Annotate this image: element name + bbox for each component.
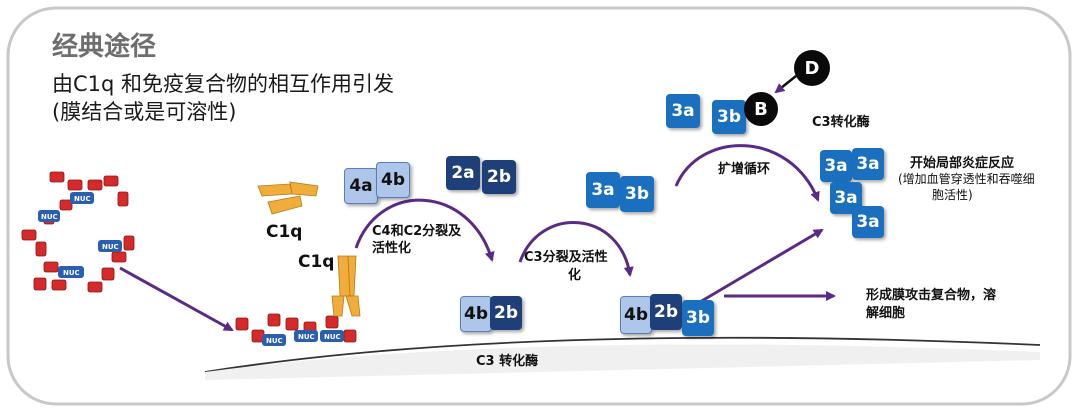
factor-d-circle: D: [794, 50, 830, 86]
arrow-to-3a: [699, 228, 824, 304]
block-2a: 2a: [446, 156, 480, 190]
block-4b: 4b: [376, 162, 410, 198]
amplification-loop-label: 扩增循环: [718, 162, 771, 177]
arrow-amplification: [674, 144, 820, 202]
mac-label-line1: 形成膜攻击复合物，溶: [866, 288, 997, 303]
block-3b: 3b: [620, 176, 654, 212]
subtitle-line2: (膜结合或是可溶性): [52, 100, 237, 124]
cluster-3a-2: 3a: [852, 148, 884, 180]
block-3b-top: 3b: [712, 100, 746, 134]
c1q-label-bound: C1q: [298, 252, 335, 272]
nuc-antigens-ring: [38, 192, 122, 278]
arrow-c3-cleavage: [518, 221, 634, 277]
inflammation-label-line2: (增加血管穿透性和吞噬细: [898, 172, 1035, 186]
c1q-label-free: C1q: [266, 222, 303, 242]
nuc-text-ring: NUC NUC NUC NUC: [41, 195, 119, 277]
c1q-bound-shape: [331, 255, 361, 317]
arrow-binding: [119, 266, 234, 332]
svg-text:NUC: NUC: [74, 195, 91, 203]
cluster-3a-4: 3a: [852, 206, 884, 238]
c1q-free-shape: [257, 181, 319, 215]
arrow-d-to-b: [774, 75, 797, 94]
mac-label-line2: 解细胞: [866, 306, 906, 321]
c3-convertase-bottom-label: C3 转化酶: [476, 354, 539, 369]
block-3a: 3a: [586, 172, 620, 208]
subtitle-line1: 由C1q 和免疫复合物的相互作用引发: [52, 72, 395, 96]
svg-text:NUC: NUC: [324, 333, 341, 341]
step1-label-line2: 活性化: [372, 241, 412, 256]
svg-text:NUC: NUC: [63, 269, 80, 277]
block-4a: 4a: [344, 168, 378, 204]
cell-membrane-shadow: [205, 344, 1040, 380]
cluster-3a-1: 3a: [820, 150, 852, 182]
cell-membrane: [204, 336, 1041, 373]
block-2b-membrane-2: 2b: [650, 294, 682, 330]
block-2b: 2b: [482, 160, 516, 194]
block-2b-membrane-1: 2b: [490, 296, 522, 330]
svg-text:NUC: NUC: [298, 333, 315, 341]
frame: [6, 6, 1072, 406]
block-4b-membrane-1: 4b: [460, 296, 492, 332]
cluster-3a-3: 3a: [830, 182, 862, 214]
inflammation-label-line3: 胞活性): [932, 188, 973, 202]
step2-label-line2: 化: [568, 268, 582, 283]
block-3a-top: 3a: [666, 94, 700, 128]
svg-text:NUC: NUC: [41, 213, 58, 221]
step1-label-line1: C4和C2分裂及: [372, 224, 462, 239]
step2-label-line1: C3分裂及活性: [524, 250, 608, 265]
page-title: 经典途径: [52, 32, 157, 62]
factor-b-circle: B: [744, 92, 778, 126]
svg-text:NUC: NUC: [102, 243, 119, 251]
arrow-c4-c2-cleavage: [354, 198, 495, 262]
c3-convertase-top-label: C3转化酶: [812, 115, 870, 130]
nuc-antigens-membrane: [262, 330, 344, 346]
inflammation-label-line1: 开始局部炎症反应: [910, 156, 1015, 171]
block-4b-membrane-2: 4b: [620, 296, 652, 334]
nuc-text-membrane: NUC NUC NUC: [266, 333, 341, 345]
block-3b-membrane-2: 3b: [682, 300, 714, 336]
svg-text:NUC: NUC: [266, 337, 283, 345]
